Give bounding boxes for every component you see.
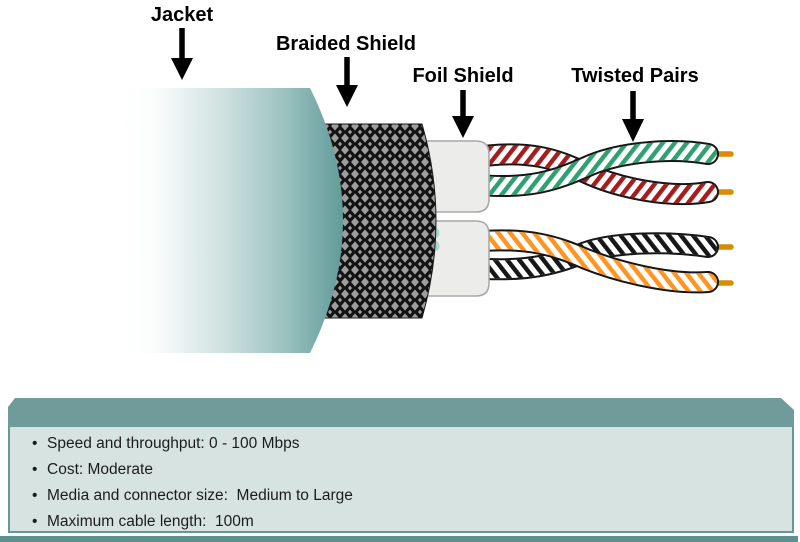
twisted-pair-top bbox=[459, 140, 719, 205]
panel-bottom-edge bbox=[0, 536, 798, 542]
twisted-pairs-label: Twisted Pairs bbox=[571, 65, 698, 87]
spec-item-text: Maximum cable length: 100m bbox=[47, 513, 254, 530]
specs-panel-header bbox=[8, 398, 794, 427]
spec-list: • Speed and throughput: 0 - 100 Mbps • Cos… bbox=[10, 431, 792, 535]
twisted-pairs-down-arrow-icon bbox=[622, 91, 644, 142]
braided-shield-label: Braided Shield bbox=[276, 33, 416, 55]
specs-panel: • Speed and throughput: 0 - 100 Mbps • Cos… bbox=[8, 398, 794, 533]
foil-shield-down-arrow-icon bbox=[452, 90, 474, 138]
specs-panel-body: • Speed and throughput: 0 - 100 Mbps • Cos… bbox=[8, 427, 794, 533]
spec-item-media-size: • Media and connector size: Medium to Lar… bbox=[32, 483, 792, 509]
twisted-pair-bottom bbox=[459, 229, 719, 294]
spec-item-speed: • Speed and throughput: 0 - 100 Mbps bbox=[32, 431, 792, 457]
bullet-marker: • bbox=[32, 461, 38, 478]
braided-shield-down-arrow-icon bbox=[336, 57, 358, 107]
spec-item-text: Media and connector size: Medium to Larg… bbox=[47, 487, 353, 504]
spec-item-text: Speed and throughput: 0 - 100 Mbps bbox=[47, 435, 300, 452]
jacket-label: Jacket bbox=[151, 4, 214, 26]
cable-diagram: Jacket Braided Shield Foil Shield Twiste… bbox=[121, 4, 734, 353]
orange-wire-stripes bbox=[461, 231, 717, 292]
bullet-marker: • bbox=[32, 435, 38, 452]
spec-item-max-length: • Maximum cable length: 100m bbox=[32, 509, 792, 535]
foil-shield-label: Foil Shield bbox=[412, 65, 513, 87]
spec-item-cost: • Cost: Moderate bbox=[32, 457, 792, 483]
bullet-marker: • bbox=[32, 487, 38, 504]
bullet-marker: • bbox=[32, 513, 38, 530]
green-wire-stripes bbox=[461, 142, 717, 196]
conductor-tips bbox=[703, 151, 734, 286]
spec-item-text: Cost: Moderate bbox=[47, 461, 153, 478]
jacket-down-arrow-icon bbox=[171, 28, 193, 80]
jacket-shape bbox=[121, 88, 343, 353]
